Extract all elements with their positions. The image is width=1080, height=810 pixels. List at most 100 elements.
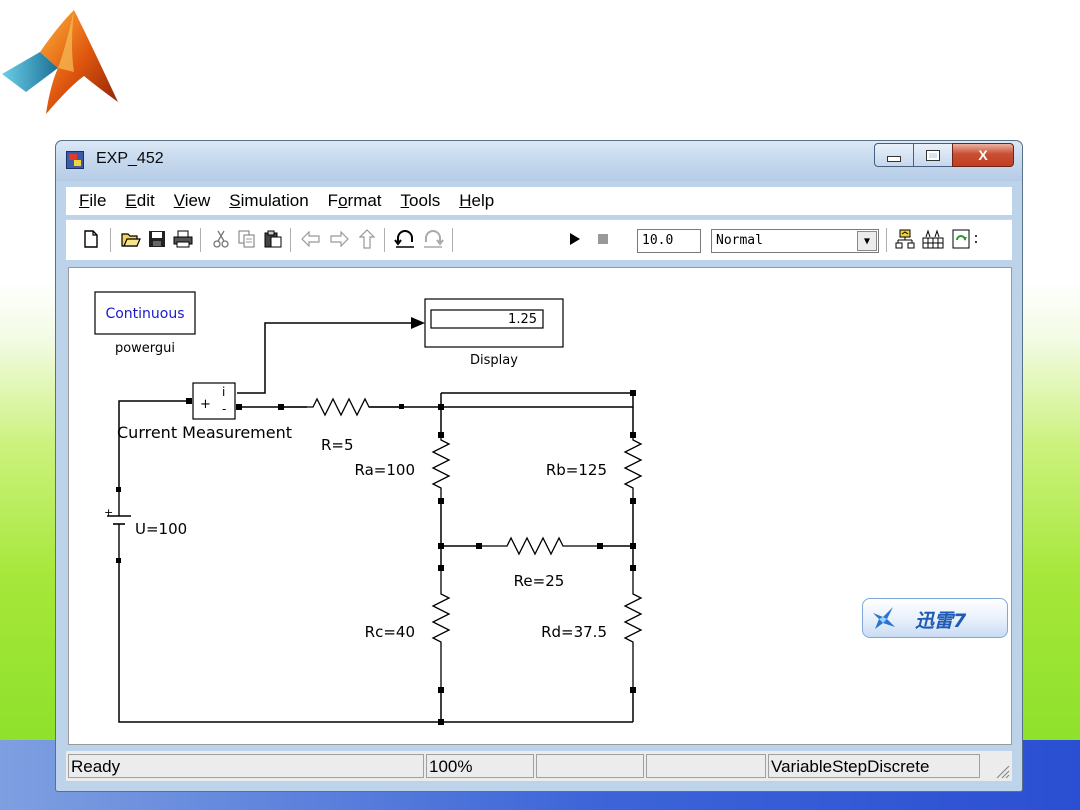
xunlei-bird-icon (873, 607, 895, 629)
copy-icon (238, 230, 255, 248)
cut-icon (213, 230, 229, 248)
up-button[interactable] (356, 228, 378, 250)
rc-label: Rc=40 (365, 623, 415, 641)
cut-button[interactable] (210, 228, 232, 250)
maximize-button[interactable] (913, 143, 953, 167)
save-button[interactable] (146, 228, 168, 250)
simulation-mode-select[interactable]: Normal ▼ (711, 229, 879, 253)
menu-item-accelerator: H (459, 191, 472, 210)
ra-label: Ra=100 (355, 461, 415, 479)
resistor-r[interactable] (278, 397, 404, 417)
copy-button[interactable] (236, 228, 258, 250)
forward-button[interactable] (328, 228, 350, 250)
model-browser-icon (895, 229, 915, 249)
menu-item[interactable]: Format (328, 191, 382, 211)
diagram-canvas[interactable]: + U=100 Continuous powergui 1.25 Display… (68, 267, 1012, 745)
menu-item-accelerator: T (400, 191, 410, 210)
wire (118, 560, 633, 723)
menu-item[interactable]: Simulation (229, 191, 308, 211)
forward-icon (330, 231, 349, 247)
menu-item-accelerator: V (173, 191, 185, 210)
open-icon (121, 233, 141, 247)
resize-grip-icon[interactable] (994, 763, 1010, 779)
meter-plus: + (200, 397, 211, 412)
library-browser-button[interactable] (922, 228, 944, 250)
wire (118, 400, 189, 489)
start-simulation-button[interactable] (564, 228, 586, 250)
resistor-ra[interactable] (431, 432, 451, 504)
powergui-block-text: Continuous (105, 306, 184, 322)
new-icon (84, 230, 98, 248)
toolbar-separator (384, 228, 385, 252)
resistor-re[interactable] (476, 536, 603, 556)
stop-simulation-button[interactable] (592, 228, 614, 250)
model-browser-button[interactable] (894, 228, 916, 250)
back-button[interactable] (300, 228, 322, 250)
menu-item-accelerator: S (229, 191, 241, 210)
toolbar-separator (110, 228, 111, 252)
chevron-down-icon[interactable]: ▼ (857, 231, 877, 251)
rd-label: Rd=37.5 (541, 623, 607, 641)
menu-item-label-post: ools (409, 191, 441, 210)
display-block[interactable] (424, 298, 564, 348)
menu-item[interactable]: View (174, 191, 211, 211)
menu-item[interactable]: Help (459, 191, 494, 211)
simulation-mode-value: Normal (716, 233, 763, 248)
resistor-rd[interactable] (623, 565, 643, 693)
toolbar-separator (886, 228, 887, 252)
signal-line (237, 322, 411, 394)
status-zoom: 100% (426, 754, 534, 778)
menu-item[interactable]: Edit (125, 191, 154, 211)
up-icon (359, 229, 375, 249)
current-measurement-block[interactable] (186, 382, 242, 420)
toolbar: 10.0 Normal ▼ (66, 219, 1012, 260)
menu-item-label-pre: F (327, 191, 339, 210)
redo-icon (424, 230, 444, 248)
resistor-rb[interactable] (623, 432, 643, 504)
powergui-block[interactable] (94, 291, 196, 335)
stop-icon (598, 234, 608, 244)
menu-item-accelerator: F (79, 191, 90, 210)
redo-button[interactable] (422, 228, 444, 250)
paste-icon (264, 230, 282, 248)
undo-button[interactable] (394, 228, 416, 250)
menu-item[interactable]: Tools (401, 191, 441, 211)
simulink-app-icon (66, 151, 84, 169)
source-label: U=100 (135, 520, 187, 538)
toolbar-overflow[interactable] (972, 228, 980, 250)
xunlei-label: 迅雷7 (915, 610, 967, 632)
xunlei-widget[interactable]: 迅雷7 (862, 598, 1008, 638)
model-window: EXP_452 X File Edit View Simulation Format To… (55, 140, 1023, 792)
menu-item-label-post: ile (89, 191, 107, 210)
minimize-button[interactable] (874, 143, 914, 167)
display-label: Display (470, 353, 518, 368)
open-button[interactable] (120, 228, 142, 250)
print-button[interactable] (172, 228, 194, 250)
arrow-head (411, 317, 425, 329)
update-diagram-button[interactable] (950, 228, 972, 250)
library-icon (922, 229, 944, 249)
overflow-icon (975, 235, 977, 243)
close-button[interactable]: X (952, 143, 1014, 167)
back-icon (301, 231, 320, 247)
menu-item-label-post: rmat (347, 191, 382, 210)
new-model-button[interactable] (80, 228, 102, 250)
undo-icon (394, 230, 414, 248)
save-icon (149, 231, 165, 247)
toolbar-separator (290, 228, 291, 252)
r-label: R=5 (321, 436, 354, 454)
window-controls: X (874, 143, 1014, 169)
print-icon (173, 230, 193, 248)
menu-item[interactable]: File (79, 191, 106, 211)
powergui-label: powergui (115, 341, 175, 356)
menu-bar: File Edit View Simulation Format Tools Help (66, 187, 1012, 215)
title-bar[interactable]: EXP_452 X (56, 141, 1022, 181)
dc-voltage-source[interactable] (107, 487, 131, 563)
menu-item-accelerator: o (338, 191, 348, 210)
re-label: Re=25 (514, 572, 565, 590)
status-field-4 (646, 754, 766, 778)
resistor-rc[interactable] (431, 565, 451, 693)
stop-time-input[interactable]: 10.0 (637, 229, 701, 253)
paste-button[interactable] (262, 228, 284, 250)
matlab-logo-icon (2, 10, 118, 114)
